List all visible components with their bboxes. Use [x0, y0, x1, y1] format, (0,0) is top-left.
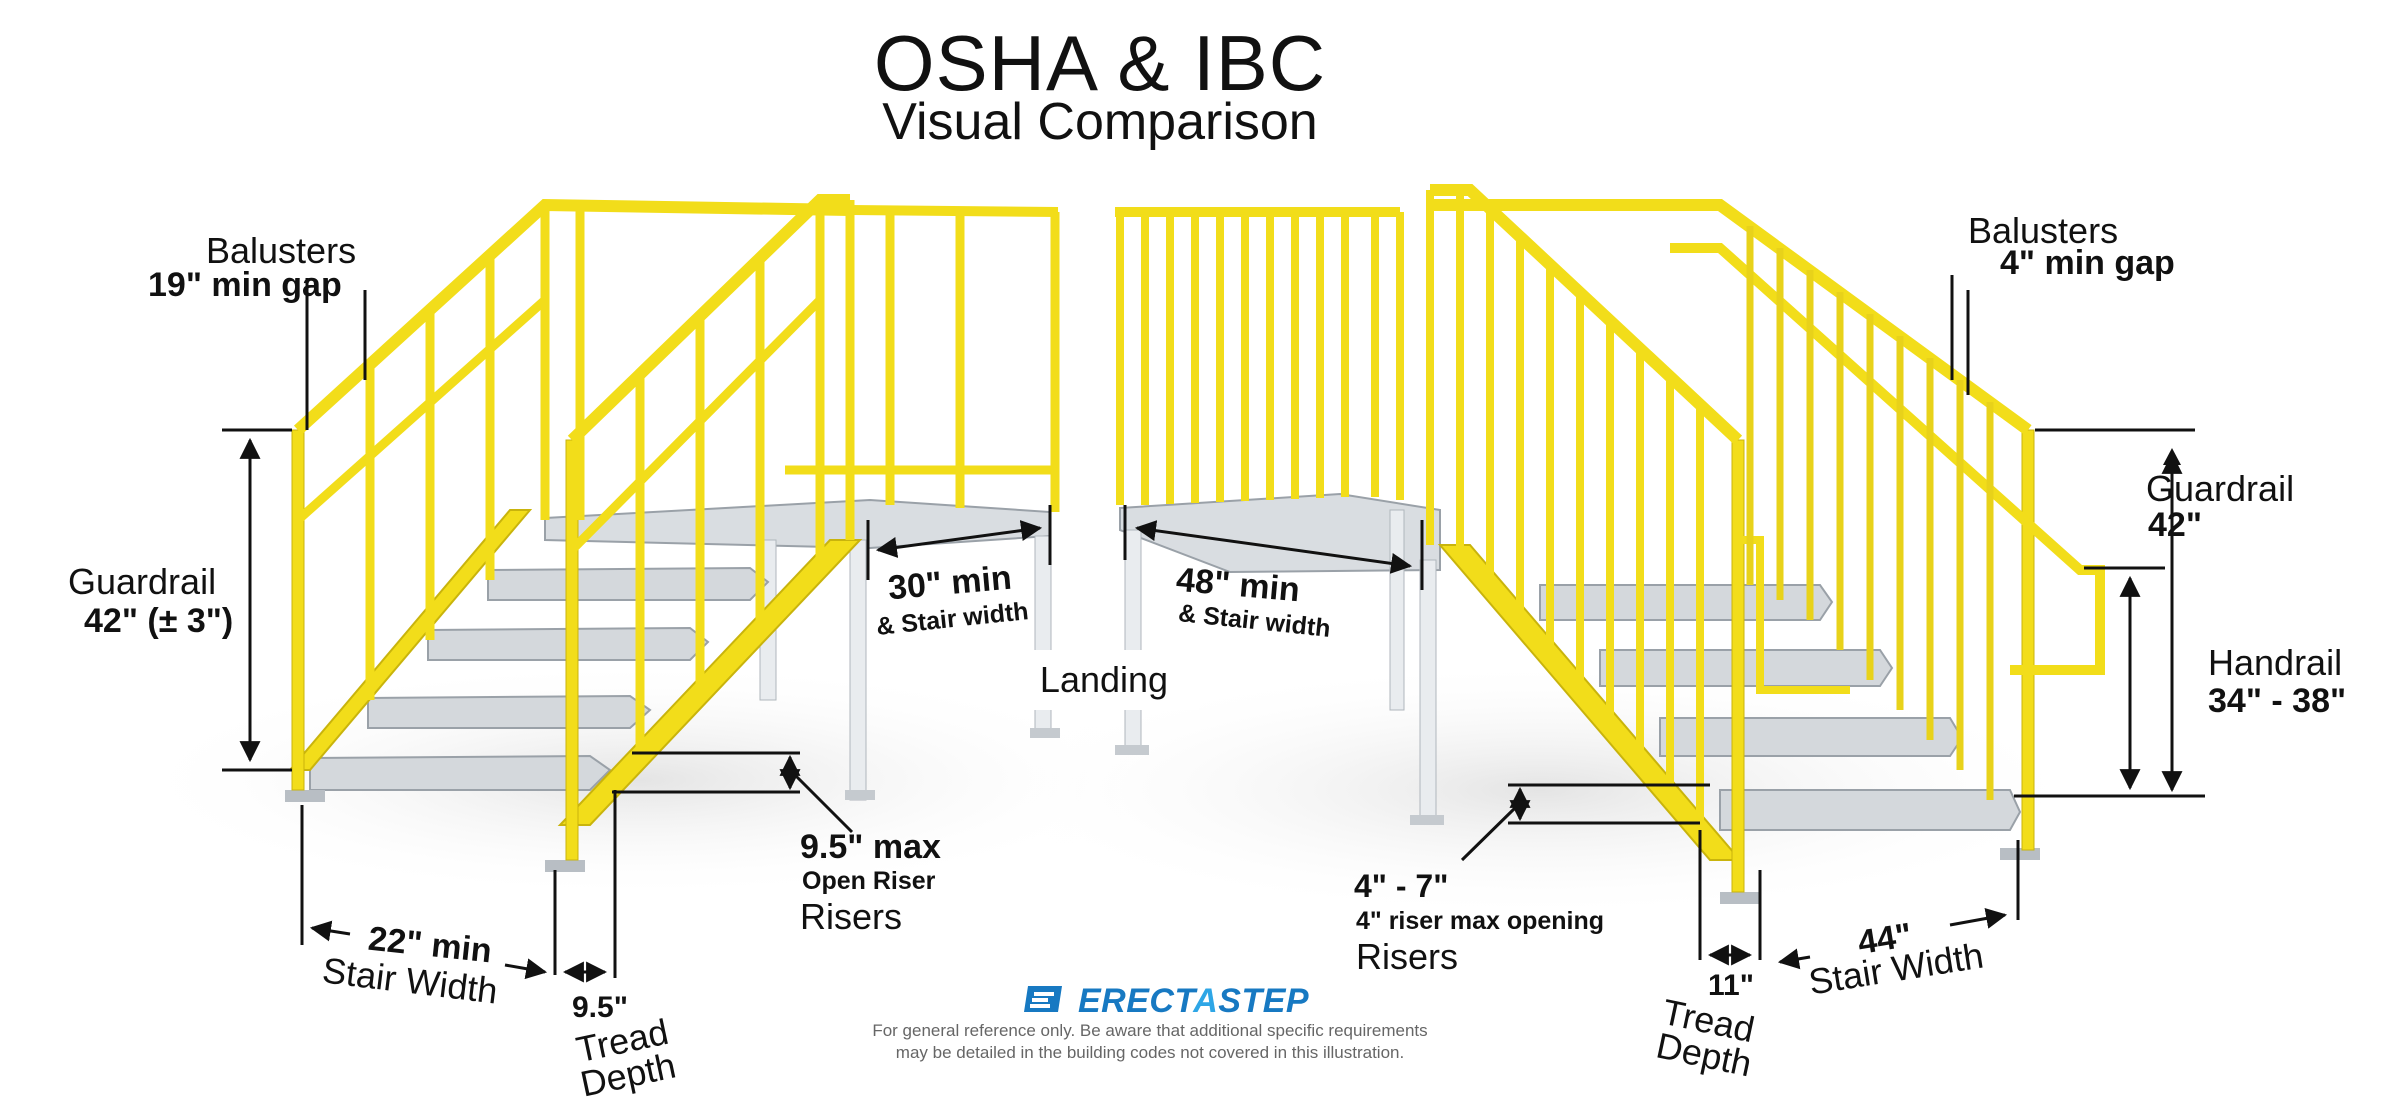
right-handrail — [1670, 243, 2105, 675]
left-balusters-gap: 19" min gap — [148, 266, 342, 304]
left-riser-note: Open Riser — [802, 867, 936, 895]
left-balusters-label: Balusters — [206, 230, 357, 271]
right-riser-label: Risers — [1356, 936, 1459, 977]
left-top-rail-inner — [293, 198, 851, 435]
right-guardrail-value: 42" — [2148, 506, 2202, 544]
page-title: OSHA & IBC — [873, 19, 1327, 107]
page-subtitle: Visual Comparison — [882, 93, 1318, 151]
right-handrail-value: 34" - 38" — [2208, 682, 2347, 720]
brand-wordmark: ERECTASTEP — [1078, 982, 1310, 1020]
right-balusters-gap: 4" min gap — [2000, 244, 2175, 282]
left-riser-value: 9.5" max — [800, 828, 941, 866]
left-stair — [285, 194, 1060, 872]
right-balusters-label: Balusters — [1968, 210, 2119, 251]
left-guardrail-label: Guardrail — [68, 561, 217, 602]
right-tread-2 — [1659, 717, 1964, 757]
erectastep-logo-icon — [1024, 986, 1062, 1012]
left-tread-value: 9.5" — [572, 991, 628, 1024]
landing-label: Landing — [1008, 650, 1200, 710]
right-guardrail-arrow — [2163, 448, 2181, 465]
disclaimer-line-2: may be detailed in the building codes no… — [895, 1043, 1405, 1062]
brand-logo: ERECTASTEP — [1078, 982, 1309, 1021]
left-tread-2 — [367, 694, 652, 729]
right-riser-note: 4" riser max opening — [1356, 907, 1605, 935]
left-riser-label: Risers — [800, 896, 903, 937]
right-guardrail-label: Guardrail — [2146, 468, 2295, 509]
left-tread-4 — [487, 566, 770, 601]
right-handrail-label: Handrail — [2208, 642, 2343, 683]
right-top-rail-back — [1430, 199, 2032, 435]
right-stair — [1115, 184, 2105, 904]
right-top-rail-front — [1430, 184, 1743, 445]
right-tread-1 — [1719, 789, 2022, 831]
right-tread-value: 11" — [1708, 969, 1754, 1002]
right-riser-value: 4" - 7" — [1354, 868, 1449, 904]
dimension-lines — [222, 275, 2205, 983]
disclaimer-line-1: For general reference only. Be aware tha… — [872, 1021, 1428, 1040]
left-tread-1 — [309, 754, 612, 791]
left-guardrail-value: 42" (± 3") — [84, 602, 234, 640]
